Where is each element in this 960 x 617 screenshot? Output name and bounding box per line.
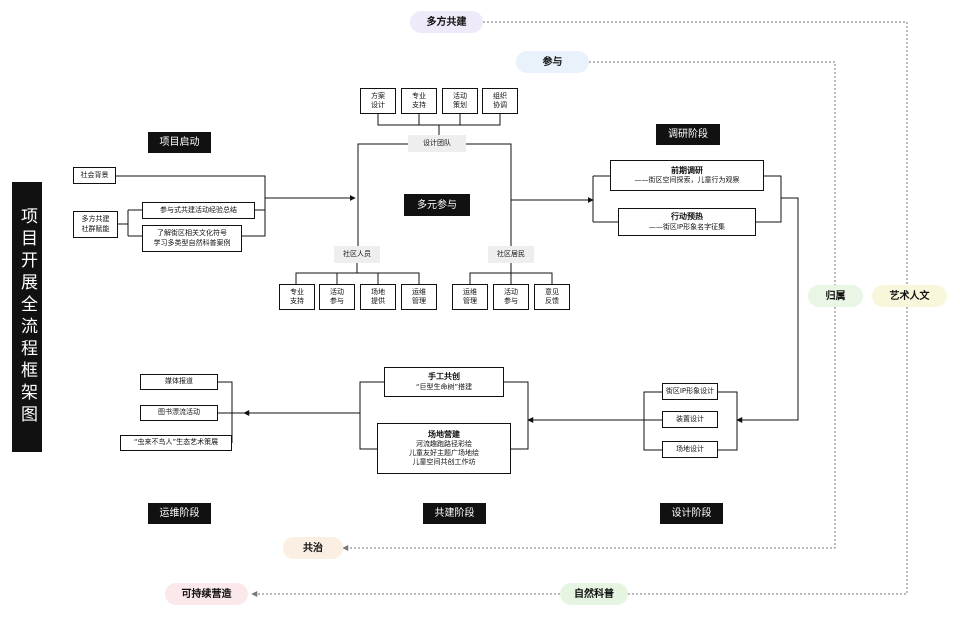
pill-govern: 共治 xyxy=(283,537,343,559)
stage-research: 调研阶段 xyxy=(656,124,720,145)
team-task-3: 活动 策划 xyxy=(442,88,478,114)
resident-task-3-line-1: 意见 xyxy=(545,287,559,296)
staff-task-2-line-1: 活动 xyxy=(330,287,344,296)
residents-label: 社区居民 xyxy=(488,246,534,263)
social-background-box: 社会背景 xyxy=(73,167,116,184)
site-build-title: 场地营建 xyxy=(428,429,460,439)
team-task-2: 专业 支持 xyxy=(401,88,437,114)
staff-task-4: 运维 管理 xyxy=(401,284,437,310)
resident-task-3: 意见 反馈 xyxy=(534,284,570,310)
pre-research-title: 前期调研 xyxy=(671,165,703,175)
team-task-4-line-2: 协调 xyxy=(493,101,507,109)
summary-box: 参与式共建活动经验总结 xyxy=(142,202,255,219)
cases-line-2: 学习多类型自然科普案例 xyxy=(153,238,231,247)
action-desc: ——街区IP形象名字征集 xyxy=(648,222,726,231)
page-title: 项目开展全流程框架图 xyxy=(12,182,42,452)
team-task-2-line-1: 专业 xyxy=(412,91,426,100)
site-build-line-2: 儿童友好主题广场地绘 xyxy=(409,449,479,458)
pill-art: 艺术人文 xyxy=(872,285,947,307)
team-task-4-line-1: 组织 xyxy=(493,91,507,100)
site-build-line-3: 儿童空间共创工作坊 xyxy=(412,458,476,467)
stage-build: 共建阶段 xyxy=(423,503,486,524)
center-main: 多元参与 xyxy=(404,194,470,216)
action-box: 行动预热 ——街区IP形象名字征集 xyxy=(618,208,756,236)
staff-task-1: 专业 支持 xyxy=(279,284,315,310)
team-task-3-line-1: 活动 xyxy=(453,91,467,100)
resident-task-1-line-1: 运维 xyxy=(463,287,477,296)
action-title: 行动预热 xyxy=(671,212,703,222)
multi-empower-line-1: 多方共建 xyxy=(81,215,110,224)
design-item-site-label: 场地设计 xyxy=(676,444,704,453)
staff-task-2: 活动 参与 xyxy=(319,284,355,310)
stage-operate: 运维阶段 xyxy=(148,503,211,524)
site-build-box: 场地营建 河流趣跑路径彩绘 儿童友好主题广场地绘 儿童空间共创工作坊 xyxy=(377,423,511,474)
design-team-label: 设计团队 xyxy=(408,135,466,152)
resident-task-3-line-2: 反馈 xyxy=(545,297,559,305)
operate-books-label: 图书漂流活动 xyxy=(158,408,200,417)
pill-participate: 参与 xyxy=(516,51,589,73)
staff-task-3-line-1: 场地 xyxy=(371,287,385,296)
multi-empower-line-2: 社群赋能 xyxy=(81,224,110,233)
staff-task-4-line-2: 管理 xyxy=(412,297,426,305)
multi-empower-box: 多方共建 社群赋能 xyxy=(73,211,118,238)
operate-media-label: 媒体报道 xyxy=(165,377,193,386)
stage-design: 设计阶段 xyxy=(660,503,723,524)
team-task-2-line-2: 支持 xyxy=(412,101,426,109)
stage-start: 项目启动 xyxy=(148,132,211,153)
cases-line-1: 了解街区相关文化符号 xyxy=(157,229,227,238)
team-task-3-line-2: 策划 xyxy=(453,101,467,109)
pill-sustain: 可持续营造 xyxy=(165,583,248,605)
resident-task-1-line-2: 管理 xyxy=(463,297,477,305)
craft-title: 手工共创 xyxy=(428,372,460,382)
community-staff-label: 社区人员 xyxy=(334,246,380,263)
team-task-4: 组织 协调 xyxy=(482,88,518,114)
staff-task-1-line-2: 支持 xyxy=(290,297,304,305)
operate-books: 图书漂流活动 xyxy=(140,405,218,421)
operate-exhibition-label: “虫来不鸟人”生态艺术策展 xyxy=(133,438,219,447)
craft-box: 手工共创 “巨型生命树”搭建 xyxy=(384,367,504,397)
team-task-1-line-2: 设计 xyxy=(371,101,385,109)
social-background-label: 社会背景 xyxy=(80,170,109,179)
staff-task-3-line-2: 提供 xyxy=(371,297,385,305)
team-task-1: 方案 设计 xyxy=(360,88,396,114)
resident-task-2-line-1: 活动 xyxy=(504,287,518,296)
design-item-ip: 街区IP形象设计 xyxy=(662,383,718,400)
operate-media: 媒体报道 xyxy=(140,374,218,390)
summary-label: 参与式共建活动经验总结 xyxy=(160,205,237,214)
team-task-1-line-1: 方案 xyxy=(371,91,385,100)
pill-nature: 自然科普 xyxy=(560,583,628,605)
design-item-site: 场地设计 xyxy=(662,441,718,458)
craft-desc: “巨型生命树”搭建 xyxy=(415,382,473,391)
staff-task-2-line-2: 参与 xyxy=(330,297,344,305)
resident-task-2: 活动 参与 xyxy=(493,284,529,310)
staff-task-4-line-1: 运维 xyxy=(412,287,426,296)
design-item-ip-label: 街区IP形象设计 xyxy=(665,386,715,395)
staff-task-3: 场地 提供 xyxy=(360,284,396,310)
pre-research-box: 前期调研 ——街区空间探索，儿童行为观察 xyxy=(610,160,764,191)
pill-multi: 多方共建 xyxy=(410,11,483,33)
resident-task-2-line-2: 参与 xyxy=(504,297,518,305)
operate-exhibition: “虫来不鸟人”生态艺术策展 xyxy=(120,435,232,451)
design-item-installation: 装置设计 xyxy=(662,411,718,428)
pre-research-desc: ——街区空间探索，儿童行为观察 xyxy=(634,176,740,185)
design-item-installation-label: 装置设计 xyxy=(676,414,704,423)
resident-task-1: 运维 管理 xyxy=(452,284,488,310)
site-build-line-1: 河流趣跑路径彩绘 xyxy=(416,440,472,449)
staff-task-1-line-1: 专业 xyxy=(290,287,304,296)
cases-box: 了解街区相关文化符号 学习多类型自然科普案例 xyxy=(142,225,242,252)
pill-belong: 归属 xyxy=(808,285,863,307)
